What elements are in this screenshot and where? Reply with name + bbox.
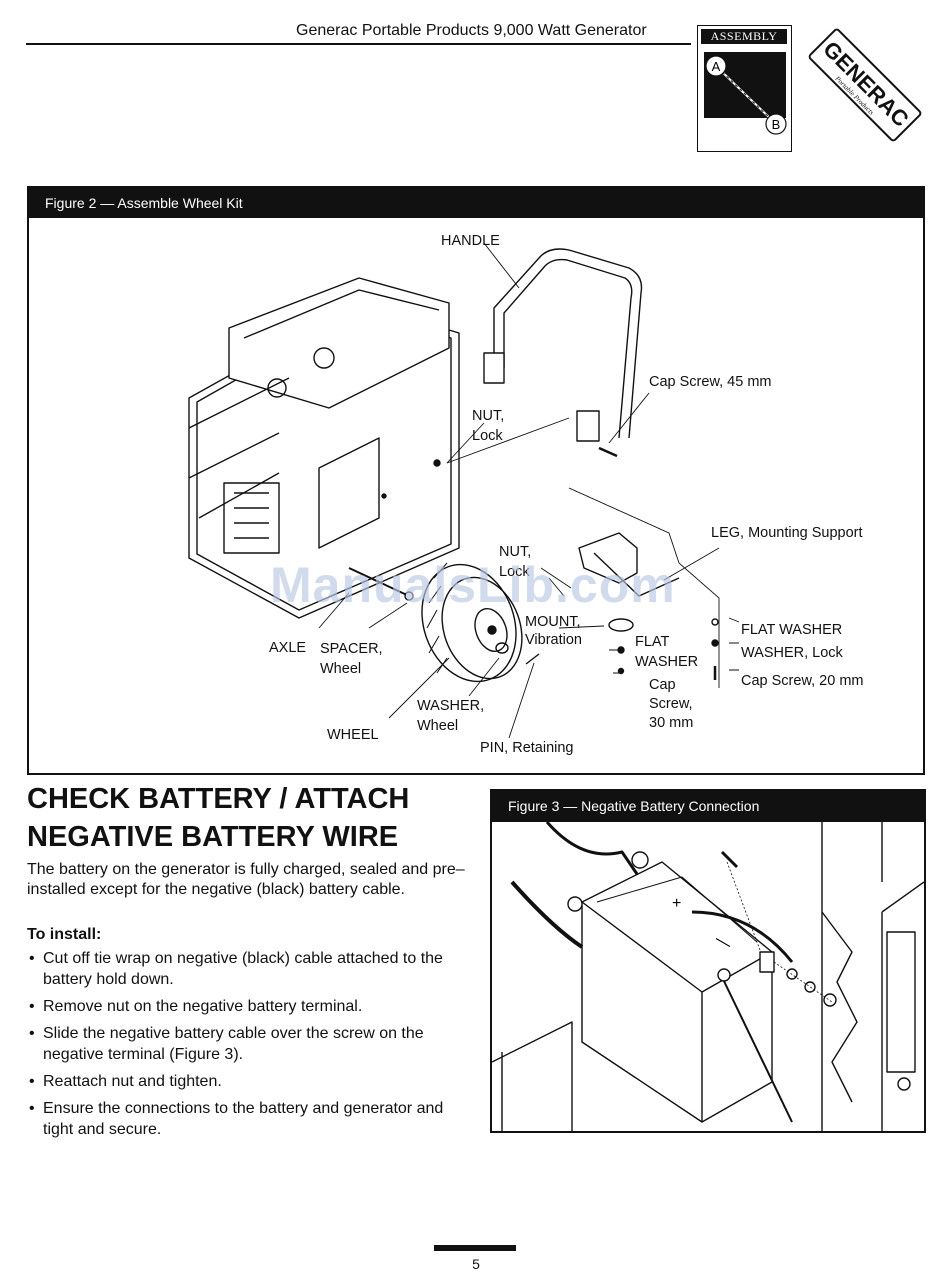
label-nut-lock-1b: Lock [472, 428, 503, 444]
label-axle: AXLE [269, 640, 307, 656]
to-install-label: To install: [27, 926, 102, 943]
label-cap-screw-20: Cap Screw, 20 mm [741, 673, 864, 689]
assembly-label: ASSEMBLY [701, 29, 787, 44]
page-number: 5 [472, 1256, 480, 1272]
label-washer-wheel-b: Wheel [417, 718, 459, 734]
label-flat: FLAT [635, 634, 670, 650]
document-header-title: Generac Portable Products 9,000 Watt Gen… [296, 22, 647, 39]
logo-wordmark: GENERAC [818, 36, 914, 132]
label-30mm: 30 mm [649, 715, 694, 731]
label-washer: WASHER [635, 654, 699, 670]
section-heading-line-2: NEGATIVE BATTERY WIRE [27, 821, 399, 853]
label-nut-lock-2a: NUT, [499, 544, 532, 560]
label-nut-lock-1a: NUT, [472, 408, 505, 424]
install-step: Ensure the connections to the battery an… [27, 1098, 475, 1140]
page-number-bar [434, 1245, 516, 1251]
figure-2-panel: Figure 2 — Assemble Wheel Kit [27, 186, 925, 775]
label-spacer-a: SPACER, [320, 641, 383, 657]
label-screw: Screw, [649, 696, 693, 712]
wheel-kit-illustration [188, 242, 740, 739]
label-washer-wheel-a: WASHER, [417, 698, 485, 714]
label-cap-screw-45: Cap Screw, 45 mm [649, 374, 772, 390]
label-mount-a: MOUNT, [525, 614, 581, 630]
assembly-section-icon: ASSEMBLY A B [697, 25, 792, 152]
battery-connection-illustration: + — [492, 822, 924, 1131]
label-wheel: WHEEL [327, 727, 379, 743]
label-cap: Cap [649, 677, 676, 693]
label-nut-lock-2b: Lock [499, 564, 530, 580]
figure-2-caption: Figure 2 — Assemble Wheel Kit [29, 188, 923, 218]
assembly-b-letter: B [772, 117, 781, 132]
label-washer-lock: WASHER, Lock [741, 645, 843, 661]
install-step: Slide the negative battery cable over th… [27, 1023, 475, 1065]
label-pin-retaining: PIN, Retaining [480, 740, 574, 756]
watermark: ManualsLib.com [270, 557, 676, 613]
assembly-a-to-b-icon: A B [704, 52, 787, 135]
assembly-a-letter: A [712, 59, 721, 74]
install-steps: Cut off tie wrap on negative (black) cab… [27, 948, 475, 1146]
figure-3-caption: Figure 3 — Negative Battery Connection [492, 791, 924, 822]
label-leg-mounting: LEG, Mounting Support [711, 525, 863, 541]
label-mount-b: Vibration [525, 632, 582, 648]
install-step: Cut off tie wrap on negative (black) cab… [27, 948, 475, 990]
label-handle: HANDLE [441, 233, 500, 249]
label-spacer-b: Wheel [320, 661, 362, 677]
section-heading-line-1: CHECK BATTERY / ATTACH [27, 783, 410, 815]
header-rule [26, 43, 691, 45]
positive-terminal-symbol: + [672, 895, 681, 912]
install-step: Reattach nut and tighten. [27, 1071, 475, 1092]
section-intro: The battery on the generator is fully ch… [27, 861, 465, 898]
generac-logo: GENERAC Portable Products [808, 28, 922, 142]
install-step: Remove nut on the negative battery termi… [27, 996, 475, 1017]
label-flat-washer: FLAT WASHER [741, 622, 843, 638]
negative-terminal-symbol: — [712, 931, 734, 954]
section-heading: CHECK BATTERY / ATTACH NEGATIVE BATTERY … [27, 780, 477, 856]
figure-3-panel: Figure 3 — Negative Battery Connection [490, 789, 926, 1133]
